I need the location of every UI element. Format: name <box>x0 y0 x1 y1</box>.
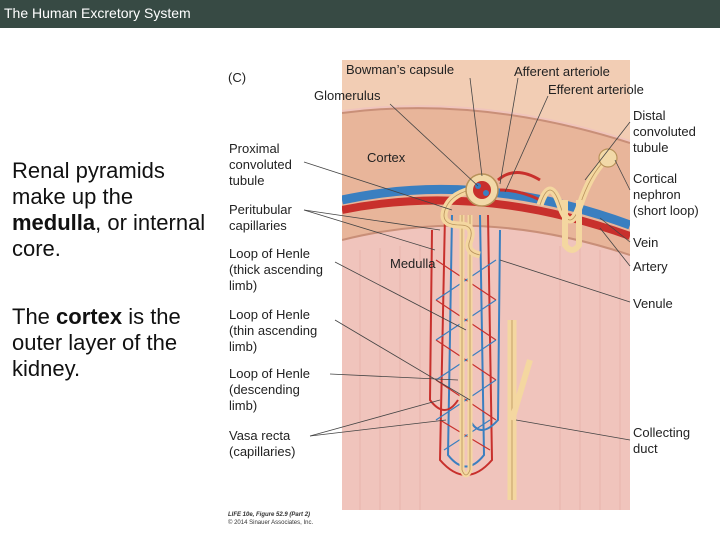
loop-thin-label-line1: Loop of Henle <box>229 307 310 322</box>
afferent-arteriole-label: Afferent arteriole <box>514 64 610 79</box>
collecting-duct-label: Collecting duct <box>633 425 690 456</box>
collecting-duct-label-line1: Collecting <box>633 425 690 440</box>
loop-desc-label-line3: limb) <box>229 398 257 413</box>
proximal-label-line2: convoluted <box>229 157 292 172</box>
loop-thin-label-line3: limb) <box>229 339 257 354</box>
distal-label-line1: Distal <box>633 108 666 123</box>
capsule-layer <box>342 60 630 140</box>
vein-label: Vein <box>633 235 658 250</box>
peritubular-label-line1: Peritubular <box>229 202 293 217</box>
vasa-recta-label-line2: (capillaries) <box>229 444 295 459</box>
paragraph-cortex-post: is the outer layer of the kidney. <box>12 304 181 381</box>
vasa-recta-label: Vasa recta (capillaries) <box>229 428 295 459</box>
proximal-label-line1: Proximal <box>229 141 280 156</box>
vasa-recta-label-line1: Vasa recta <box>229 428 291 443</box>
peritubular-label: Peritubular capillaries <box>229 202 293 233</box>
paragraph-medulla-post: , or internal core. <box>12 210 206 261</box>
bowmans-capsule-label: Bowman’s capsule <box>346 62 454 77</box>
loop-thick-label: Loop of Henle (thick ascending limb) <box>229 246 323 293</box>
loop-desc-label: Loop of Henle (descending limb) <box>229 366 310 413</box>
efferent-arteriole-label: Efferent arteriole <box>548 82 644 97</box>
artery-label: Artery <box>633 259 668 274</box>
cortical-nephron-label-line3: (short loop) <box>633 203 699 218</box>
page-title: The Human Excretory System <box>4 5 191 21</box>
paragraph-medulla-pre: Renal pyramids make up the <box>12 158 165 209</box>
loop-thick-label-line3: limb) <box>229 278 257 293</box>
venule-label: Venule <box>633 296 673 311</box>
cortical-nephron-capsule <box>598 148 618 168</box>
cortical-nephron-label: Cortical nephron (short loop) <box>633 171 699 218</box>
kidney-tissue <box>342 60 630 510</box>
loop-thick-label-line2: (thick ascending <box>229 262 323 277</box>
peritubular-label-line2: capillaries <box>229 218 287 233</box>
paragraph-medulla: Renal pyramids make up the medulla, or i… <box>12 158 212 262</box>
figure-credit-copyright: © 2014 Sinauer Associates, Inc. <box>228 519 313 526</box>
loop-thin-label-line2: (thin ascending <box>229 323 317 338</box>
loop-desc-label-line1: Loop of Henle <box>229 366 310 381</box>
cortical-nephron-loop <box>562 200 582 253</box>
collecting-duct-label-line2: duct <box>633 441 658 456</box>
proximal-label-line3: tubule <box>229 173 264 188</box>
paragraph-cortex-pre: The <box>12 304 57 329</box>
distal-label-line2: convoluted <box>633 124 696 139</box>
glomerulus-label: Glomerulus <box>314 88 381 103</box>
paragraph-cortex-bold: cortex <box>56 304 123 329</box>
medulla-label: Medulla <box>390 256 436 271</box>
cortical-nephron-label-line1: Cortical <box>633 171 677 186</box>
loop-desc-label-line2: (descending <box>229 382 300 397</box>
cortical-nephron-label-line2: nephron <box>633 187 681 202</box>
proximal-label: Proximal convoluted tubule <box>229 141 292 188</box>
loop-thin-label: Loop of Henle (thin ascending limb) <box>229 307 317 354</box>
loop-thick-label-line1: Loop of Henle <box>229 246 310 261</box>
leader-lines <box>303 77 631 441</box>
title-bar: The Human Excretory System <box>0 0 720 28</box>
paragraph-cortex: The cortex is the outer layer of the kid… <box>12 304 212 382</box>
distal-label-line3: tubule <box>633 140 668 155</box>
panel-label: (C) <box>228 70 246 85</box>
distal-label: Distal convoluted tubule <box>633 108 696 155</box>
figure-credit-title: LIFE 10e, Figure 52.9 (Part 2) <box>228 512 310 518</box>
paragraph-medulla-bold: medulla <box>12 210 96 235</box>
cortex-label: Cortex <box>367 150 406 165</box>
